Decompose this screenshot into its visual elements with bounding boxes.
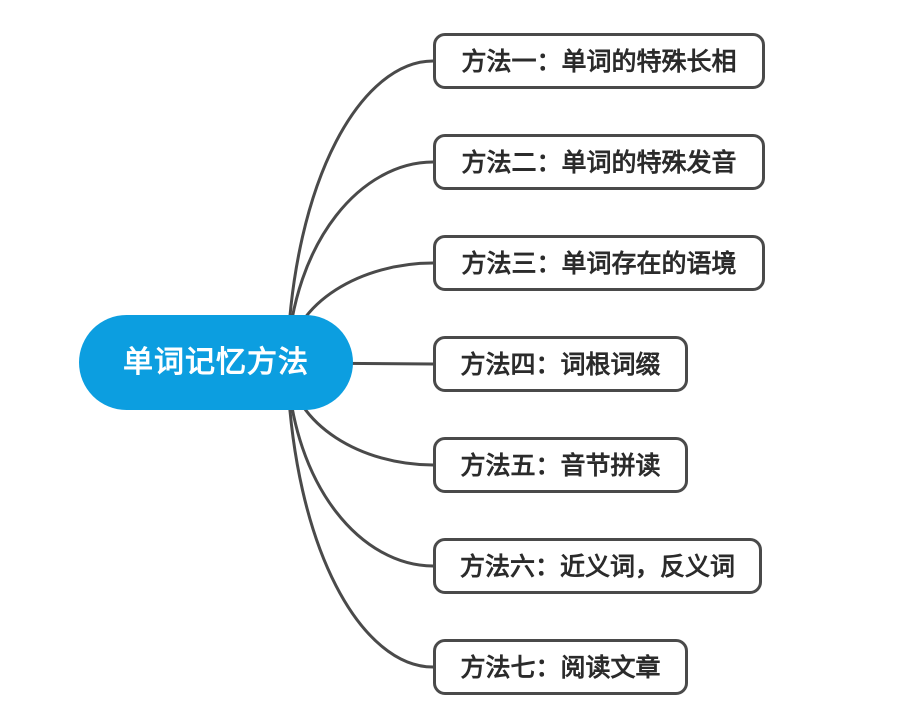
topic-box-label: 方法三：单词存在的语境 <box>461 248 737 278</box>
topic-box-6[interactable]: 方法六：近义词，反义词 <box>433 538 762 594</box>
edge-to-topic-7 <box>285 361 435 669</box>
topic-box-3[interactable]: 方法三：单词存在的语境 <box>433 235 765 291</box>
topic-box-label: 方法七：阅读文章 <box>460 652 661 682</box>
topic-box-label: 方法五：音节拼读 <box>460 450 661 480</box>
root-node[interactable]: 单词记忆方法 <box>79 315 353 410</box>
edge-to-topic-1 <box>285 59 435 365</box>
root-node-label: 单词记忆方法 <box>123 344 309 380</box>
topic-box-label: 方法二：单词的特殊发音 <box>461 147 737 177</box>
topic-box-label: 方法六：近义词，反义词 <box>459 551 735 581</box>
topic-box-7[interactable]: 方法七：阅读文章 <box>433 639 688 695</box>
topic-box-2[interactable]: 方法二：单词的特殊发音 <box>433 134 765 190</box>
topic-box-4[interactable]: 方法四：词根词缀 <box>433 336 688 392</box>
topic-box-5[interactable]: 方法五：音节拼读 <box>433 437 688 493</box>
topic-box-1[interactable]: 方法一：单词的特殊长相 <box>433 33 765 89</box>
topic-box-label: 方法一：单词的特殊长相 <box>461 46 737 76</box>
topic-box-label: 方法四：词根词缀 <box>460 349 661 379</box>
